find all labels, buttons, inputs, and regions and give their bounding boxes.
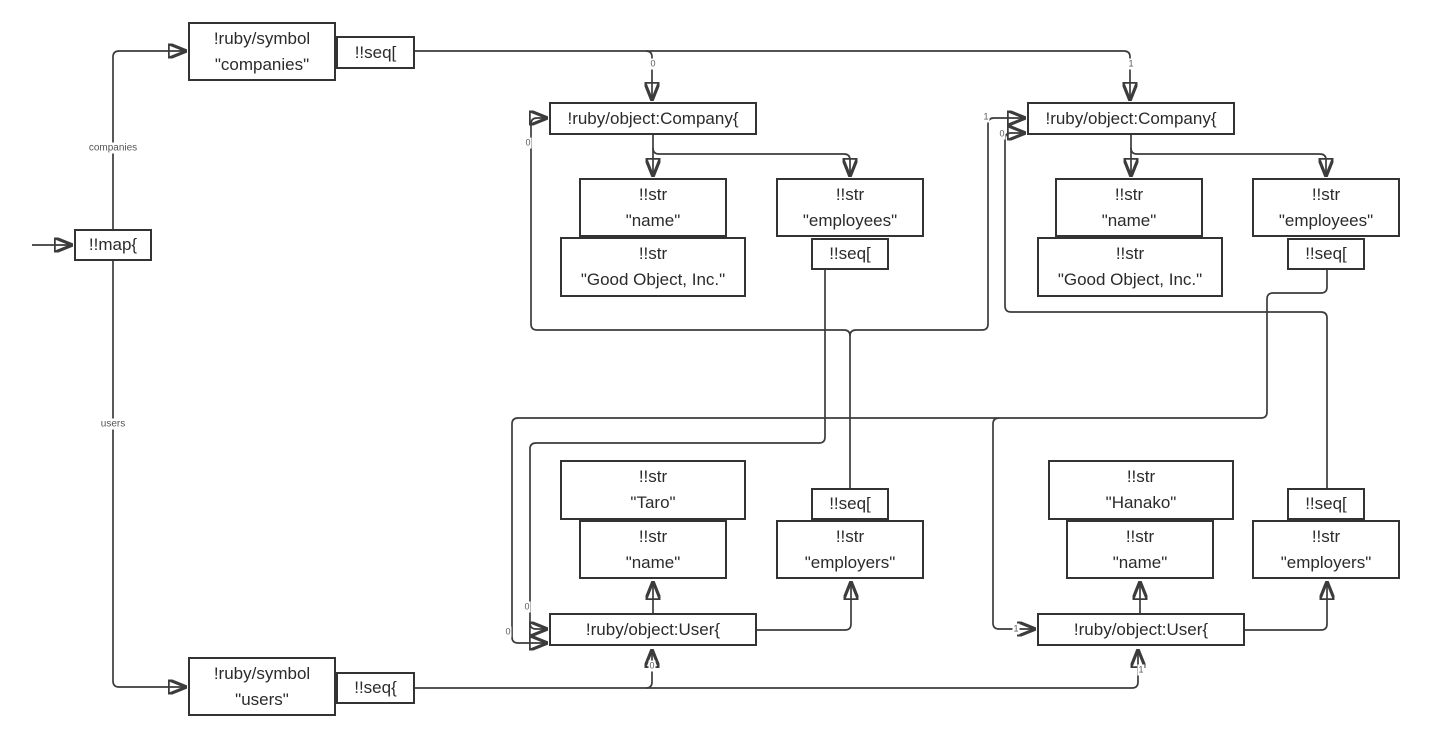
node-line2: "name" bbox=[625, 210, 681, 230]
node-line2: "companies" bbox=[214, 54, 310, 74]
node-company2-name-key: !!str "name" bbox=[1055, 178, 1203, 237]
edge-company2-employees-key bbox=[1130, 147, 1326, 175]
node-user1-employers-seq: !!seq[ bbox=[811, 488, 889, 520]
node-company1: !ruby/object:Company{ bbox=[549, 102, 757, 135]
node-line1: !!str bbox=[638, 526, 668, 546]
node-label: !ruby/object:User{ bbox=[585, 619, 721, 639]
node-user1-employers-key: !!str "employers" bbox=[776, 520, 924, 579]
edge-label-users-key: users bbox=[98, 418, 128, 430]
node-line2: "employers" bbox=[804, 552, 896, 572]
node-user2-employers-seq: !!seq[ bbox=[1287, 488, 1365, 520]
edge-label-companies-idx1: 1 bbox=[1127, 58, 1135, 70]
node-line1: !ruby/symbol bbox=[213, 28, 311, 48]
node-label: !!seq[ bbox=[1305, 244, 1347, 263]
edge-user1-employers-company2 bbox=[849, 118, 1024, 337]
node-line2: "Good Object, Inc." bbox=[580, 270, 726, 289]
node-line2: "name" bbox=[1112, 552, 1168, 572]
node-line2: "name" bbox=[625, 552, 681, 572]
node-company2: !ruby/object:Company{ bbox=[1027, 102, 1235, 135]
node-user1-name-value: !!str "Taro" bbox=[560, 460, 746, 520]
node-label: !!seq{ bbox=[354, 678, 397, 697]
node-user1: !ruby/object:User{ bbox=[549, 613, 757, 646]
edge-user1-employers-company1 bbox=[531, 118, 851, 488]
edge-label-company2-employees-idx0: 0 bbox=[504, 626, 512, 638]
node-map-root: !!map{ bbox=[74, 229, 152, 261]
edge-label-companies-key: companies bbox=[86, 142, 140, 154]
node-label: !!seq[ bbox=[1305, 494, 1347, 513]
node-line1: !!str bbox=[1311, 526, 1341, 546]
node-line1: !!str bbox=[1125, 526, 1155, 546]
edge-users-seq-user2 bbox=[415, 651, 1138, 689]
node-line1: !!str bbox=[638, 244, 668, 263]
edge-map-users bbox=[112, 261, 185, 687]
node-line1: !ruby/symbol bbox=[213, 663, 311, 683]
node-label: !ruby/object:Company{ bbox=[567, 108, 739, 128]
edge-label-user2-employers-idx0: 0 bbox=[998, 128, 1006, 140]
node-label: !!seq[ bbox=[829, 494, 871, 513]
node-line1: !!str bbox=[1311, 184, 1341, 204]
node-line1: !!str bbox=[1114, 184, 1144, 204]
node-line1: !!str bbox=[1126, 467, 1156, 486]
edge-label-company1-employees-idx0: 0 bbox=[523, 601, 531, 613]
edge-label-company2-employees-idx1: 1 bbox=[1012, 623, 1020, 635]
edge-company2-employees-user1 bbox=[511, 270, 1328, 643]
edge-user2-employers-company2 bbox=[1004, 133, 1328, 488]
node-line1: !!str bbox=[835, 184, 865, 204]
edge-users-seq-user1 bbox=[646, 651, 652, 689]
edge-companies-seq-company1 bbox=[646, 50, 652, 99]
node-label: !!seq[ bbox=[829, 244, 871, 263]
node-company1-employees-key: !!str "employees" bbox=[776, 178, 924, 237]
node-line2: "Hanako" bbox=[1105, 493, 1177, 512]
edge-company1-employees-key bbox=[652, 147, 850, 175]
node-user2-employers-key: !!str "employers" bbox=[1252, 520, 1400, 579]
node-line2: "name" bbox=[1101, 210, 1157, 230]
node-users-seq: !!seq{ bbox=[336, 672, 415, 704]
node-companies-seq: !!seq[ bbox=[336, 36, 415, 69]
node-user2-name-value: !!str "Hanako" bbox=[1048, 460, 1234, 520]
node-user2-name-key: !!str "name" bbox=[1066, 520, 1214, 579]
node-line2: "Good Object, Inc." bbox=[1057, 270, 1203, 289]
node-user2: !ruby/object:User{ bbox=[1037, 613, 1245, 646]
edge-label-user1-employers-idx0: 0 bbox=[524, 137, 532, 149]
node-company2-name-value: !!str "Good Object, Inc." bbox=[1037, 237, 1223, 297]
node-line2: "Taro" bbox=[630, 493, 676, 512]
node-users-symbol: !ruby/symbol "users" bbox=[188, 657, 336, 716]
edge-label-users-idx0: 0 bbox=[648, 660, 656, 672]
edge-label-user1-employers-idx1: 1 bbox=[982, 111, 990, 123]
node-label: !!seq[ bbox=[354, 42, 397, 62]
node-line1: !!str bbox=[1115, 244, 1145, 263]
node-company1-name-value: !!str "Good Object, Inc." bbox=[560, 237, 746, 297]
node-user1-name-key: !!str "name" bbox=[579, 520, 727, 579]
node-companies-symbol: !ruby/symbol "companies" bbox=[188, 22, 336, 81]
node-label: !!map{ bbox=[88, 235, 138, 254]
edge-company1-employees-user1 bbox=[529, 270, 826, 629]
node-label: !ruby/object:Company{ bbox=[1045, 108, 1217, 128]
edge-user1-employers-key bbox=[757, 583, 851, 631]
edge-companies-seq-company2 bbox=[415, 50, 1130, 99]
node-line2: "employers" bbox=[1280, 552, 1372, 572]
node-line2: "users" bbox=[235, 689, 289, 709]
node-line1: !!str bbox=[638, 184, 668, 204]
edge-user2-employers-key bbox=[1245, 583, 1327, 631]
edge-map-companies bbox=[112, 51, 185, 229]
edge-label-users-idx1: 1 bbox=[1137, 664, 1145, 676]
node-line2: "employees" bbox=[802, 210, 898, 230]
node-company2-employees-key: !!str "employees" bbox=[1252, 178, 1400, 237]
node-company1-employees-seq: !!seq[ bbox=[811, 238, 889, 270]
node-line1: !!str bbox=[835, 526, 865, 546]
node-line1: !!str bbox=[638, 467, 668, 486]
node-company2-employees-seq: !!seq[ bbox=[1287, 238, 1365, 270]
node-label: !ruby/object:User{ bbox=[1073, 619, 1209, 639]
node-company1-name-key: !!str "name" bbox=[579, 178, 727, 237]
edge-company2-employees-user2 bbox=[992, 417, 1034, 629]
edge-label-companies-idx0: 0 bbox=[649, 58, 657, 70]
node-line2: "employees" bbox=[1278, 210, 1374, 230]
